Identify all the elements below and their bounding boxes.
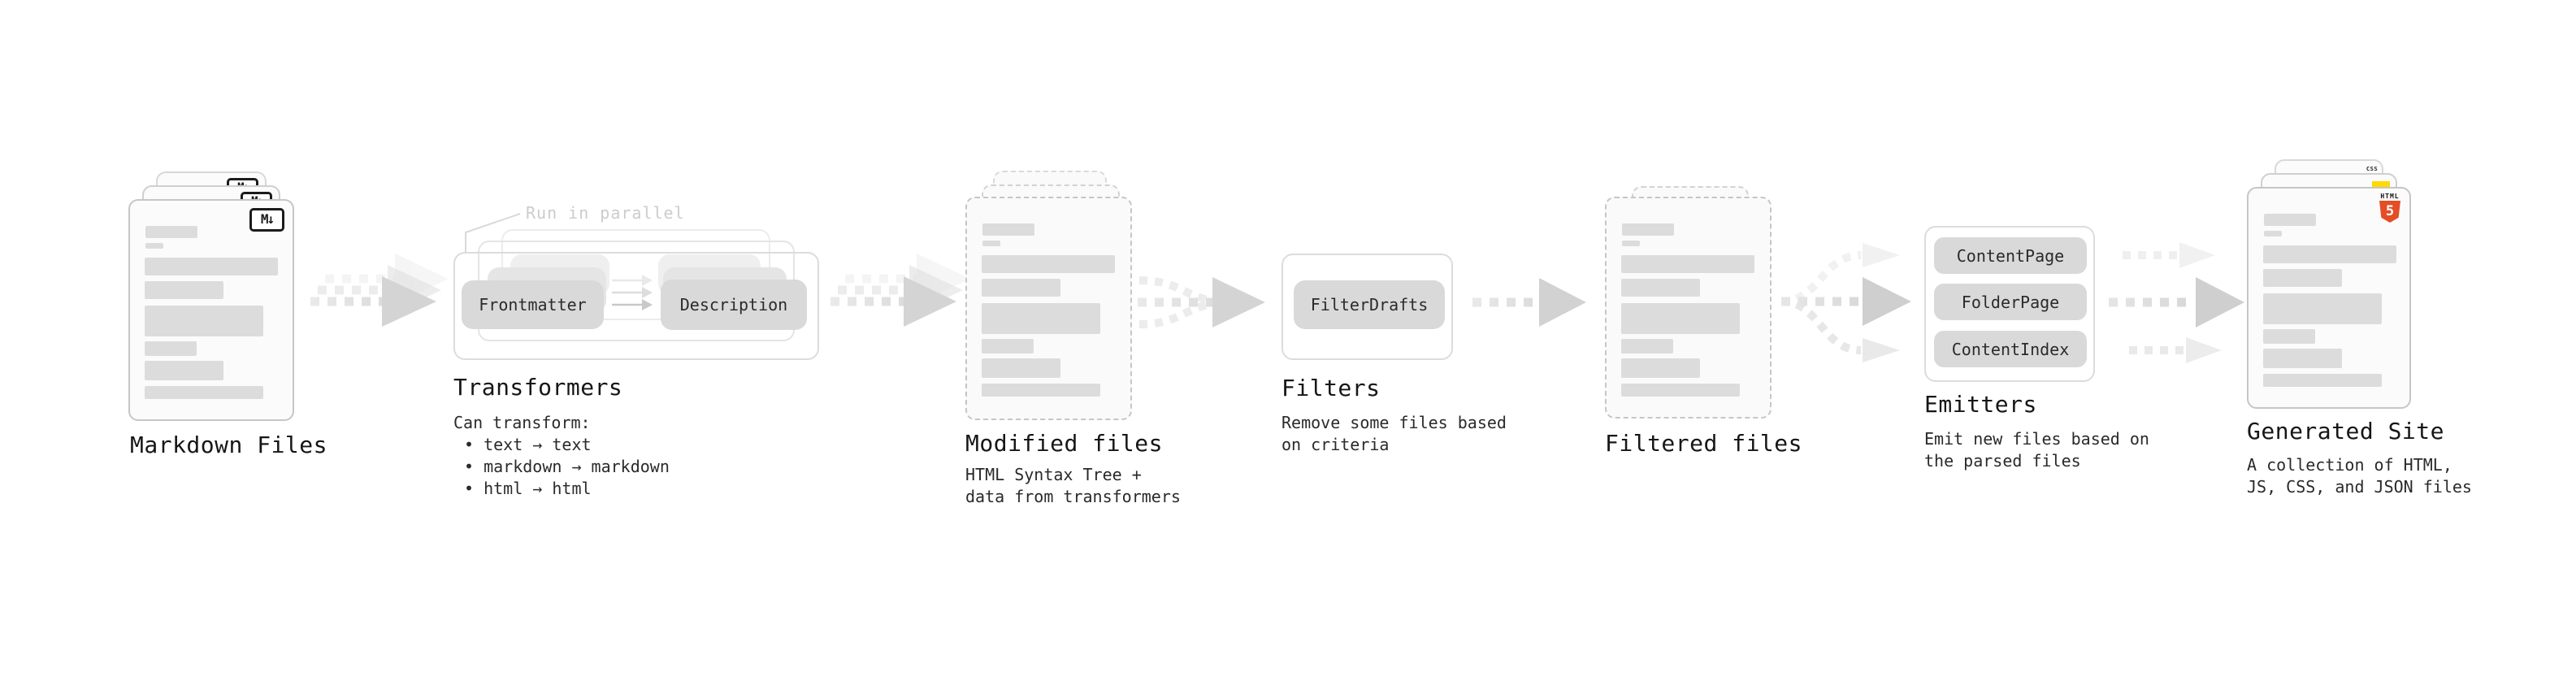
html5-icon: HTML 5 [2378, 193, 2402, 223]
emitters-title: Emitters [1924, 391, 2037, 418]
frontmatter-chip: Frontmatter [462, 280, 604, 329]
filters-description: Remove some files based on criteria [1281, 412, 1507, 456]
modified-files-description: HTML Syntax Tree + data from transformer… [965, 464, 1181, 508]
text-line-bar [982, 241, 1000, 246]
desc-line: Can transform: [453, 413, 591, 432]
arrow-markdown-to-transformers [310, 254, 449, 327]
text-line-bar [982, 339, 1034, 354]
arrow-transformers-to-modified [830, 254, 970, 327]
transformers-description: Can transform: • text → text • markdown … [453, 412, 670, 500]
text-line-bar [1621, 339, 1673, 354]
desc-line: HTML Syntax Tree + [965, 465, 1142, 484]
text-line-bar [145, 306, 263, 336]
markdown-files-title: Markdown Files [130, 432, 328, 458]
desc-line: data from transformers [965, 487, 1181, 506]
text-line-bar [145, 341, 197, 356]
filters-title: Filters [1281, 375, 1381, 401]
desc-line: JS, CSS, and JSON files [2247, 477, 2472, 497]
text-line-bar [982, 358, 1060, 378]
filterdrafts-chip: FilterDrafts [1294, 280, 1445, 329]
desc-line: • text → text [464, 435, 592, 454]
arrow-modified-to-filters [1138, 276, 1265, 328]
text-line-bar [1621, 384, 1740, 397]
desc-line: the parsed files [1924, 451, 2081, 471]
css-icon-label: CSS [2366, 166, 2379, 172]
generated-site-title: Generated Site [2247, 418, 2445, 445]
filters-box [1281, 254, 1453, 360]
desc-line: • html → html [464, 479, 592, 498]
text-line-bar [1621, 303, 1740, 334]
generated-site-description: A collection of HTML, JS, CSS, and JSON … [2247, 454, 2472, 498]
folderpage-chip: FolderPage [1934, 284, 2087, 320]
text-line-bar [145, 361, 223, 380]
text-line-bar [2263, 329, 2315, 344]
text-line-bar [2263, 293, 2382, 324]
html5-icon-word: HTML [2380, 193, 2400, 200]
text-line-bar [982, 223, 1034, 236]
filtered-file-front [1605, 197, 1772, 419]
desc-line: on criteria [1281, 435, 1390, 454]
transformers-box [453, 252, 819, 360]
contentpage-chip: ContentPage [1934, 237, 2087, 274]
text-line-bar [1621, 279, 1700, 297]
emitters-description: Emit new files based on the parsed files [1924, 428, 2149, 472]
arrow-filters-to-filtered [1472, 278, 1586, 327]
markdown-icon: M↓ [249, 208, 284, 232]
text-line-bar [145, 243, 163, 249]
text-line-bar [982, 384, 1100, 397]
text-line-bar [1622, 241, 1640, 246]
text-line-bar [2264, 214, 2316, 226]
text-line-bar [982, 255, 1115, 273]
text-line-bar [145, 281, 223, 299]
markdown-file-front: M↓ [128, 199, 294, 421]
js-icon [2372, 181, 2390, 189]
text-line-bar [1622, 223, 1674, 236]
text-line-bar [2264, 231, 2282, 236]
desc-line: Remove some files based [1281, 413, 1507, 432]
emitters-box [1924, 226, 2095, 382]
contentindex-chip: ContentIndex [1934, 331, 2087, 367]
arrow-filtered-to-emitters [1780, 243, 1911, 362]
html5-icon-shield: 5 [2379, 201, 2400, 223]
desc-line: Emit new files based on [1924, 429, 2149, 449]
text-line-bar [145, 258, 278, 275]
modified-files-title: Modified files [965, 430, 1164, 457]
text-line-bar [1621, 255, 1754, 273]
filtered-files-title: Filtered files [1605, 430, 1803, 457]
transformers-title: Transformers [453, 374, 623, 401]
text-line-bar [2263, 245, 2396, 263]
text-line-bar [145, 386, 263, 399]
arrow-emitters-to-generated [2109, 242, 2244, 363]
text-line-bar [982, 303, 1100, 334]
run-in-parallel-label: Run in parallel [526, 203, 685, 223]
text-line-bar [2263, 349, 2342, 368]
modified-file-front [965, 197, 1132, 420]
desc-line: • markdown → markdown [464, 457, 670, 476]
generated-file-html: HTML 5 [2247, 187, 2411, 409]
text-line-bar [982, 279, 1060, 297]
text-line-bar [2263, 374, 2382, 387]
text-line-bar [2263, 269, 2342, 287]
text-line-bar [1621, 358, 1700, 378]
desc-line: A collection of HTML, [2247, 455, 2452, 475]
text-line-bar [145, 226, 197, 238]
description-chip: Description [661, 280, 807, 330]
